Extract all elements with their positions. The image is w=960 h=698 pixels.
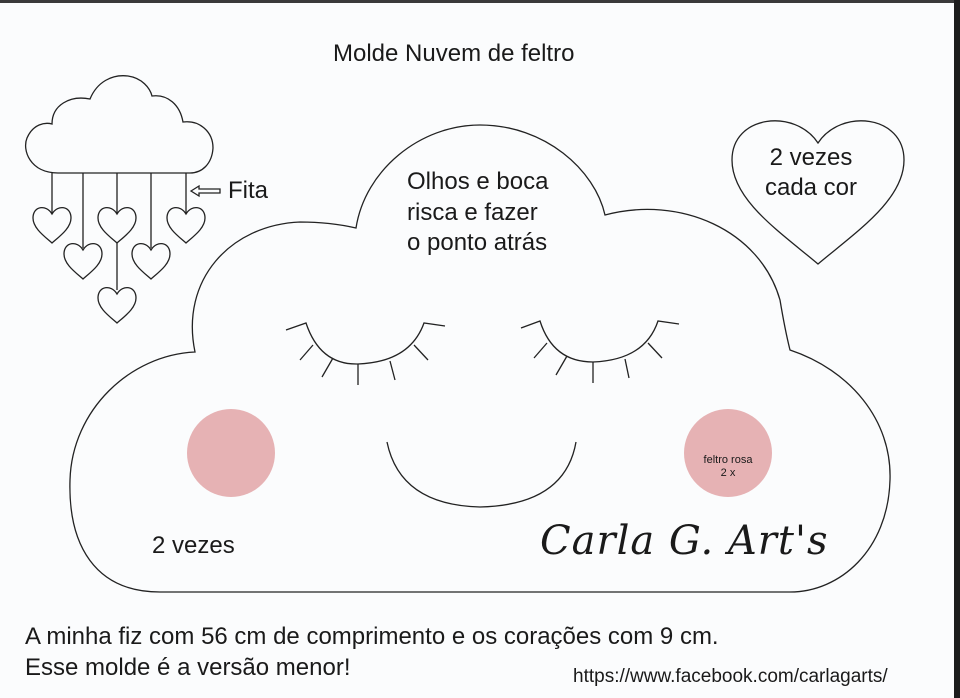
- heart-note: 2 vezes cada cor: [740, 143, 882, 203]
- instruction-line: o ponto atrás: [407, 229, 548, 256]
- heart-note-line: cada cor: [764, 174, 858, 201]
- scan-top-border: [0, 0, 960, 3]
- instruction-line: risca e fazer: [407, 198, 538, 226]
- heart-icon: [32, 207, 72, 244]
- left-cheek: [187, 409, 275, 497]
- ribbon-strings: [51, 173, 187, 290]
- heart-note-line: 2 vezes: [769, 144, 853, 171]
- cheek-label: feltro rosa 2 x: [690, 454, 766, 480]
- heart-icon: [97, 287, 137, 324]
- mouth: [386, 441, 577, 508]
- left-eye: [285, 322, 446, 385]
- cheek-label-line: 2 x: [720, 467, 736, 479]
- heart-icon: [97, 207, 137, 244]
- signature: Carla G. Art's: [540, 518, 829, 564]
- small-cloud-outline: [25, 75, 214, 174]
- instruction-line: Olhos e boca: [407, 168, 549, 195]
- heart-icon: [63, 243, 103, 280]
- cloud-outline: [69, 124, 891, 593]
- small-hearts: [32, 207, 206, 324]
- footer-note-1: A minha fiz com 56 cm de comprimento e o…: [25, 623, 719, 650]
- facebook-url: https://www.facebook.com/carlagarts/: [573, 666, 888, 687]
- instructions: Olhos e boca risca e fazer o ponto atrás: [407, 167, 548, 259]
- heart-template-outline: [731, 120, 905, 265]
- ribbon-label: Fita: [228, 177, 269, 204]
- page-title: Molde Nuvem de feltro: [333, 40, 575, 67]
- right-cheek: [684, 409, 772, 497]
- heart-icon: [166, 207, 206, 244]
- heart-icon: [131, 243, 171, 280]
- left-outline-arrow-icon: [189, 184, 221, 198]
- cloud-note: 2 vezes: [152, 532, 235, 559]
- scan-right-border: [954, 0, 960, 698]
- mobile-illustration: [25, 75, 221, 324]
- footer-note-2: Esse molde é a versão menor!: [25, 654, 351, 681]
- right-eye: [520, 320, 680, 383]
- cheek-label-line: feltro rosa: [703, 454, 753, 466]
